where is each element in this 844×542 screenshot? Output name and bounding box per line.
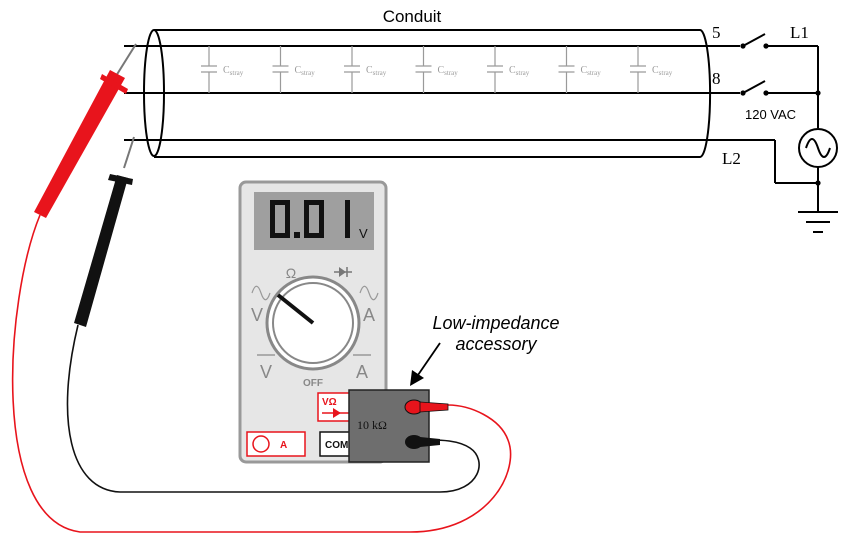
diode-icon bbox=[322, 408, 350, 418]
black-plug[interactable] bbox=[405, 435, 440, 449]
stray-capacitor: Cstray bbox=[344, 46, 387, 93]
accessory-resistance: 10 kΩ bbox=[357, 418, 387, 432]
com-jack-label: COM bbox=[325, 440, 348, 451]
dial-v-ac-label: V bbox=[251, 305, 263, 325]
display-unit: V bbox=[359, 226, 368, 241]
dial-a-dc-label: A bbox=[356, 362, 368, 382]
ground-symbol bbox=[798, 211, 838, 233]
wire-8-label: 8 bbox=[712, 69, 721, 88]
stray-capacitor: Cstray bbox=[487, 46, 530, 93]
ac-wave-icon bbox=[251, 285, 271, 301]
stray-capacitor-label: Cstray bbox=[438, 65, 459, 77]
vohm-jack-label: VΩ bbox=[322, 397, 337, 408]
source-label: 120 VAC bbox=[745, 107, 796, 122]
red-plug[interactable] bbox=[404, 399, 449, 415]
display-digit bbox=[304, 200, 324, 238]
stray-capacitor-label: Cstray bbox=[581, 65, 602, 77]
ac-wave-icon bbox=[359, 285, 379, 301]
display-digit bbox=[270, 200, 290, 238]
l1-label: L1 bbox=[790, 23, 809, 42]
display-decimal-point bbox=[294, 232, 300, 238]
stray-capacitor-label: Cstray bbox=[652, 65, 673, 77]
stray-capacitors: Cstray Cstray Cstray Cstray Cstray Cstray Cstr… bbox=[201, 46, 673, 93]
dial-off-label: OFF bbox=[303, 378, 323, 389]
stray-capacitor-label: Cstray bbox=[295, 65, 316, 77]
stray-capacitor: Cstray bbox=[201, 46, 244, 93]
accessory-label-line2: accessory bbox=[455, 334, 537, 354]
switch-wire-5 bbox=[740, 33, 818, 49]
selector-dial[interactable] bbox=[265, 275, 361, 371]
stray-capacitor: Cstray bbox=[272, 46, 316, 93]
amp-jack-label: A bbox=[280, 440, 287, 451]
stray-capacitor: Cstray bbox=[415, 46, 459, 93]
display-digits bbox=[270, 200, 350, 238]
stray-capacitor-label: Cstray bbox=[223, 65, 244, 77]
ac-source bbox=[774, 46, 838, 212]
dial-ohm-label: Ω bbox=[286, 265, 296, 281]
stray-capacitor-label: Cstray bbox=[366, 65, 387, 77]
stray-capacitor-label: Cstray bbox=[509, 65, 530, 77]
dial-v-dc-label: V bbox=[260, 362, 272, 382]
red-probe[interactable] bbox=[34, 43, 137, 218]
display-digit bbox=[345, 200, 350, 238]
conduit-title: Conduit bbox=[383, 7, 442, 26]
pointer-arrow bbox=[410, 342, 441, 386]
dial-a-ac-label: A bbox=[363, 305, 375, 325]
wire-5-label: 5 bbox=[712, 23, 721, 42]
red-lead-cable[interactable] bbox=[11, 214, 512, 533]
accessory-label-line1: Low-impedance bbox=[432, 313, 559, 333]
black-probe[interactable] bbox=[74, 136, 135, 327]
amp-jack[interactable] bbox=[246, 431, 306, 457]
l2-label: L2 bbox=[722, 149, 741, 168]
diode-icon bbox=[334, 267, 352, 277]
conduit-wires bbox=[124, 45, 775, 141]
stray-capacitor: Cstray bbox=[630, 46, 673, 93]
black-lead-cable[interactable] bbox=[66, 324, 480, 493]
stray-capacitor: Cstray bbox=[558, 46, 602, 93]
switch-wire-8 bbox=[740, 80, 818, 96]
